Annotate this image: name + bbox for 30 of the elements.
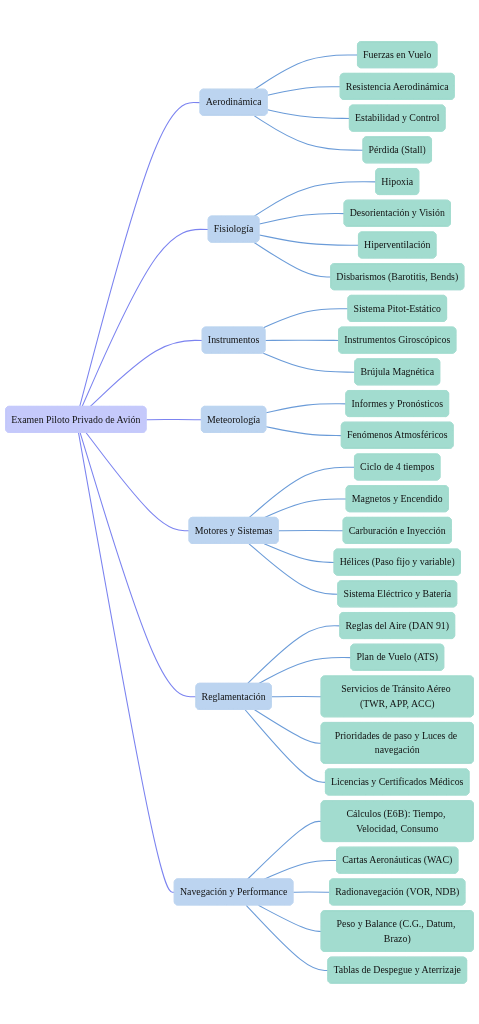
- connector: [292, 891, 331, 893]
- connector: [253, 241, 332, 278]
- connector: [248, 466, 356, 518]
- connector: [267, 108, 351, 119]
- connector: [262, 307, 349, 328]
- connector: [267, 85, 342, 96]
- connector: [262, 352, 356, 373]
- connector: [244, 708, 327, 783]
- connector: [246, 624, 341, 684]
- connector: [278, 529, 344, 531]
- connector: [81, 228, 210, 407]
- connector: [265, 425, 343, 436]
- connector: [85, 431, 190, 531]
- connector: [265, 402, 347, 413]
- connector: [253, 114, 364, 151]
- connector: [263, 542, 335, 563]
- connector: [257, 904, 322, 932]
- connector: [246, 820, 322, 880]
- connector: [258, 212, 345, 225]
- connector: [271, 695, 322, 697]
- connector: [254, 708, 322, 744]
- connector: [145, 418, 203, 420]
- connector: [258, 234, 360, 246]
- connector: [78, 431, 176, 893]
- connector: [89, 339, 204, 407]
- connector: [79, 101, 201, 407]
- connector: [245, 904, 329, 971]
- connector: [264, 339, 340, 341]
- connector: [79, 431, 197, 697]
- connector: [248, 542, 339, 595]
